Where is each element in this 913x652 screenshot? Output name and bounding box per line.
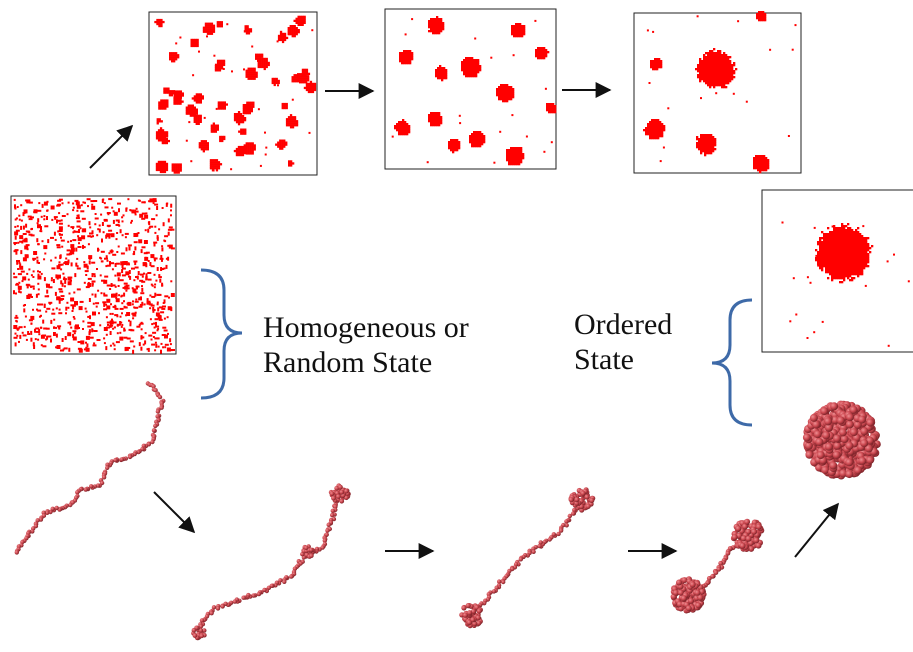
arrow-down-right <box>153 491 196 534</box>
polymer-chain-one-globule <box>191 483 351 641</box>
polymer-chain-two-large-globules <box>670 518 765 614</box>
particle-layer <box>781 221 910 347</box>
label-random-line1: Homogeneous or <box>263 311 469 344</box>
label-ordered-line1: Ordered <box>574 308 673 341</box>
label-random-line2: Random State <box>263 346 433 379</box>
arrow-up-right-top <box>89 124 134 169</box>
particle-layer <box>391 16 557 166</box>
particle-layer <box>643 11 797 174</box>
lattice-panel-clusters-large <box>633 11 802 174</box>
particle-layer <box>154 15 317 174</box>
lattice-panel-clusters-medium <box>384 8 557 170</box>
brace-right <box>711 298 753 427</box>
label-random-state: Homogeneous or Random State <box>263 310 469 380</box>
polymer-chain-two-globules <box>459 487 596 629</box>
arrow-up-right-bottom <box>794 502 840 558</box>
polymer-chain-extended <box>14 381 166 555</box>
particle-layer <box>13 198 175 354</box>
label-ordered-state: Ordered State <box>574 307 672 377</box>
polymer-globule-collapsed <box>802 400 881 480</box>
label-ordered-line2: State <box>574 343 634 376</box>
lattice-panel-random <box>10 195 177 355</box>
lattice-panel-clusters-small <box>148 11 318 176</box>
brace-left <box>200 268 243 400</box>
lattice-panel-ordered <box>761 189 913 353</box>
